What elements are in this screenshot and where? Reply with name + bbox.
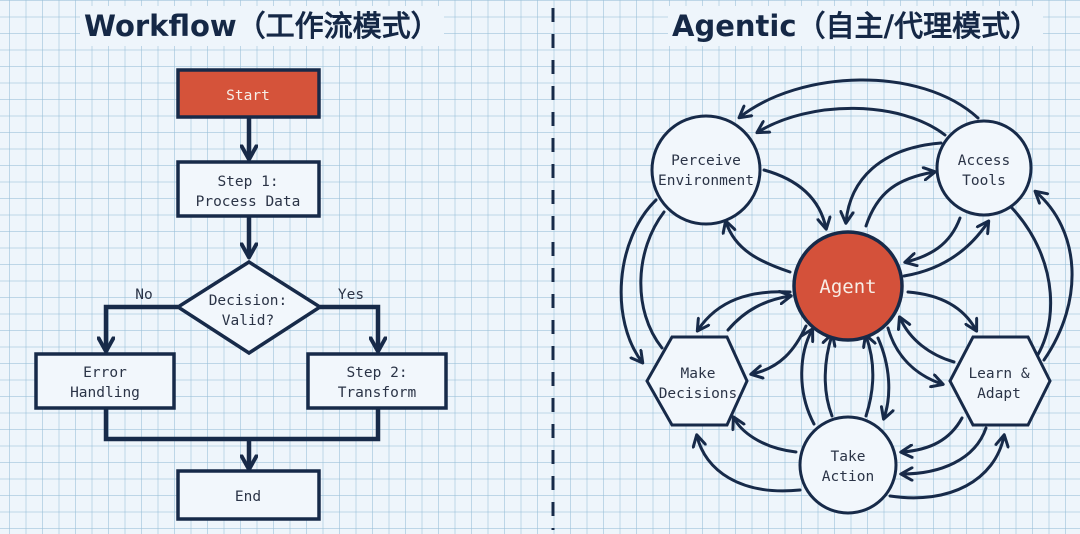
decision-label-line1: Decision:	[209, 293, 288, 309]
edge-action-to-decisions	[734, 418, 798, 454]
step1-label-line1: Step 1:	[217, 174, 278, 190]
perceive-label-line1: Perceive	[671, 153, 741, 169]
agentic-diagram: Perceive Environment Access Tools Agent …	[619, 78, 1074, 515]
action-label-line2: Action	[822, 469, 874, 485]
error-label-line1: Error	[83, 365, 127, 381]
edge-perceive-to-decisions-inner	[639, 210, 666, 350]
edge-decision-yes	[320, 304, 378, 350]
perceive-label-line2: Environment	[658, 173, 754, 189]
workflow-title: Workflow（工作流模式）	[80, 6, 444, 46]
edge-tools-to-perceive-inner	[758, 106, 947, 137]
agent-node: Agent	[792, 230, 904, 342]
access-tools-node: Access Tools	[935, 119, 1033, 217]
edge-agent-to-learn-lower	[886, 326, 942, 384]
edge-agent-to-decisions	[698, 290, 792, 330]
agent-label: Agent	[819, 276, 876, 298]
start-label: Start	[226, 88, 270, 104]
edge-perceive-to-decisions-outer	[619, 198, 658, 362]
edge-action-to-agent-1	[802, 330, 816, 426]
step2-label-line1: Step 2:	[346, 365, 407, 381]
edge-decision-no	[106, 304, 178, 350]
step1-label-line2: Process Data	[196, 194, 301, 210]
action-label-line1: Take	[831, 449, 866, 465]
branch-label-no: No	[135, 287, 152, 303]
edge-agent-to-perceive	[726, 222, 792, 274]
decision-label-line2: Valid?	[222, 313, 274, 329]
perceive-environment-node: Perceive Environment	[650, 114, 762, 226]
decision-node: Decision: Valid?	[174, 259, 324, 356]
end-node: End	[176, 469, 321, 521]
edge-decisions-to-agent	[726, 296, 790, 332]
edge-tools-to-learn-inner	[1010, 206, 1053, 368]
decisions-label-line1: Make	[681, 366, 716, 382]
edge-action-to-agent-2	[825, 335, 832, 418]
edge-tools-to-perceive-outer	[740, 78, 980, 120]
end-label: End	[235, 489, 261, 505]
edge-action-to-learn	[888, 436, 1004, 500]
agentic-title: Agentic（自主/代理模式）	[668, 6, 1044, 46]
edge-learn-to-action-lower	[902, 426, 988, 474]
learn-label-line1: Learn &	[968, 366, 1029, 382]
edge-action-to-decisions-lower	[697, 436, 802, 493]
error-label-line2: Handling	[70, 385, 140, 401]
make-decisions-node: Make Decisions	[645, 335, 749, 427]
access-label-line2: Tools	[962, 173, 1006, 189]
edge-agent-to-tools	[864, 172, 934, 228]
edge-perceive-to-agent	[762, 168, 826, 228]
step2-label-line2: Transform	[338, 385, 417, 401]
error-handling-node: Error Handling	[34, 352, 176, 410]
step1-node: Step 1: Process Data	[176, 160, 321, 218]
take-action-node: Take Action	[798, 415, 898, 515]
access-label-line1: Access	[958, 153, 1010, 169]
edge-tools-to-agent-lower	[906, 216, 962, 262]
decisions-label-line2: Decisions	[659, 386, 738, 402]
edge-agent-to-tools-lower	[902, 222, 988, 278]
edge-tools-to-agent	[846, 141, 943, 222]
branch-label-yes: Yes	[338, 287, 364, 303]
start-node: Start	[176, 68, 321, 119]
edge-agent-to-decisions-lower	[752, 324, 808, 374]
edge-action-to-agent-3	[866, 336, 873, 418]
edge-merge	[103, 408, 381, 442]
edge-learn-to-tools-outer	[1036, 192, 1074, 362]
edge-agent-to-learn	[906, 290, 976, 330]
step2-node: Step 2: Transform	[306, 352, 448, 410]
workflow-diagram: Start Step 1: Process Data Decision: Val…	[34, 68, 448, 521]
edge-agent-to-action	[876, 336, 889, 418]
learn-adapt-node: Learn & Adapt	[948, 335, 1052, 427]
edge-learn-to-action	[902, 416, 964, 452]
learn-label-line2: Adapt	[977, 386, 1021, 402]
edge-learn-to-agent	[900, 318, 956, 364]
